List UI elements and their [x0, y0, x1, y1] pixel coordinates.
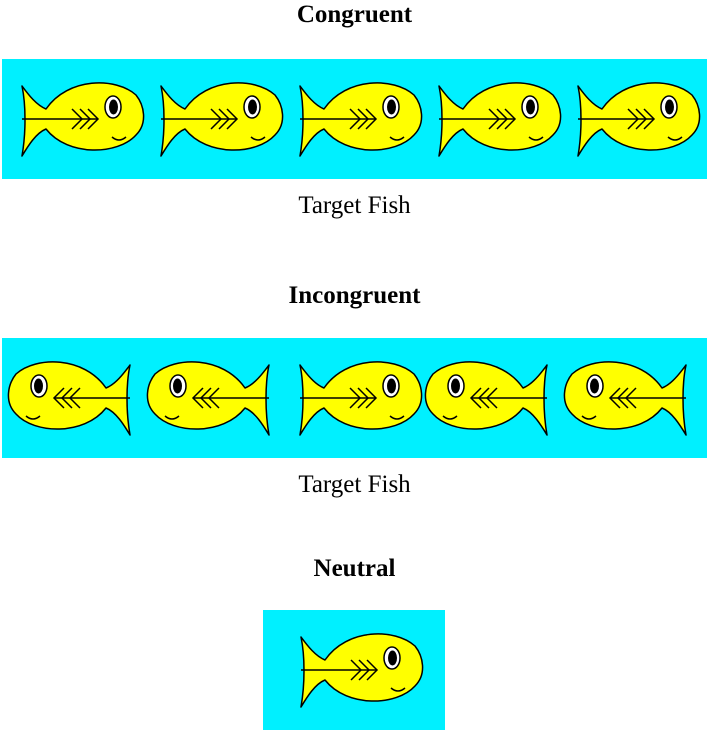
incongruent-strip: [2, 338, 707, 458]
congruent-fish-3-right: [299, 82, 423, 157]
incongruent-caption: Target Fish: [298, 471, 411, 498]
congruent-fish-5-right: [577, 82, 701, 157]
incongruent-fish-4-left: [424, 361, 548, 436]
congruent-fish-2-right: [160, 82, 284, 157]
neutral-fish-1-right: [300, 633, 424, 708]
congruent-strip: [2, 59, 707, 179]
neutral-title: Neutral: [313, 555, 396, 582]
congruent-title: Congruent: [296, 1, 413, 28]
incongruent-fish-1-left: [7, 361, 131, 436]
congruent-caption: Target Fish: [298, 192, 411, 219]
incongruent-fish-3-right: [299, 361, 423, 436]
congruent-fish-4-right: [438, 82, 562, 157]
incongruent-title: Incongruent: [288, 282, 421, 309]
neutral-strip: [263, 610, 445, 730]
congruent-fish-1-right: [21, 82, 145, 157]
incongruent-fish-5-left: [563, 361, 687, 436]
incongruent-fish-2-left: [146, 361, 270, 436]
